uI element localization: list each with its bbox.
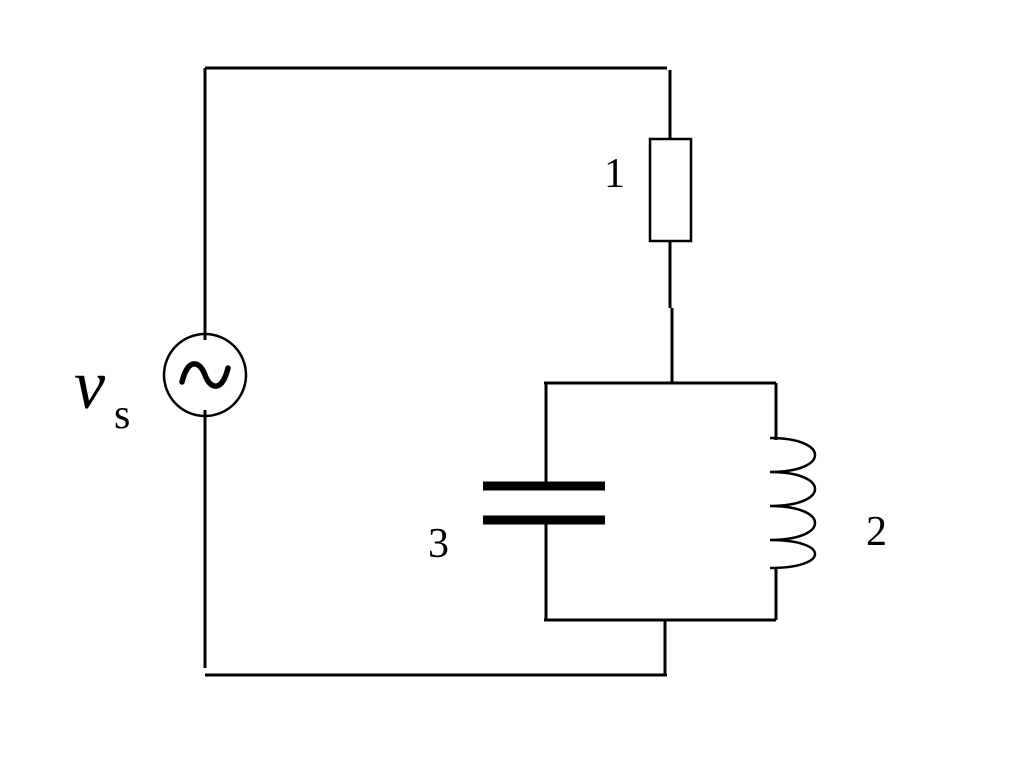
source-label: v s [74, 347, 130, 438]
ac-source-circle [162, 332, 248, 418]
wires [203, 66, 778, 677]
capacitor-icon [483, 481, 605, 525]
source-symbol: v [74, 347, 106, 424]
ac-sine-icon [179, 361, 231, 389]
ac-source [162, 332, 248, 418]
inductor-coil-icon [769, 436, 816, 570]
inductor-label: 2 [866, 509, 887, 555]
resistor-icon [648, 137, 693, 243]
resistor-label: 1 [604, 151, 625, 197]
capacitor-label: 3 [428, 521, 449, 567]
source-subscript: s [114, 392, 130, 438]
